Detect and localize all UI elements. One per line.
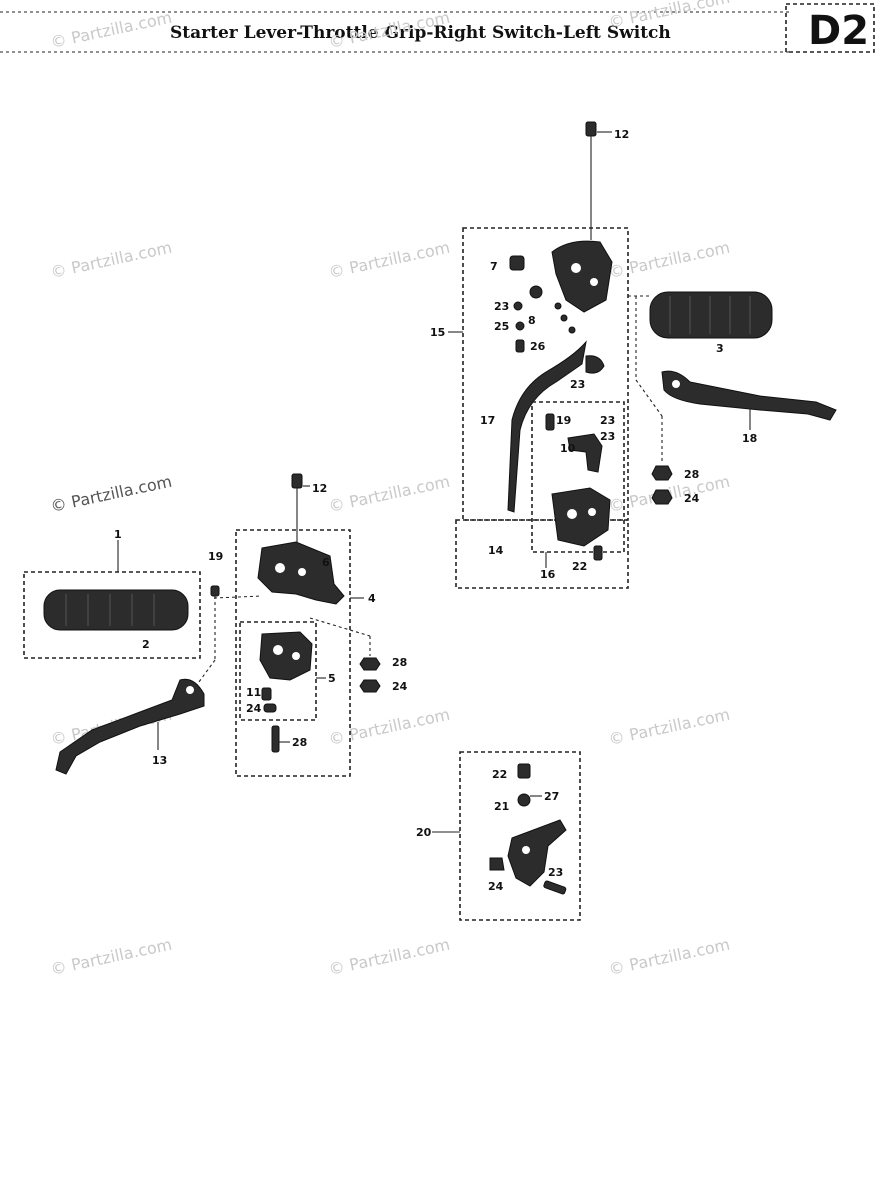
watermark: © Partzilla.com — [607, 705, 732, 749]
callout-4: 4 — [368, 592, 376, 605]
part-22-screw — [593, 545, 603, 561]
watermark: © Partzilla.com — [49, 8, 174, 52]
part-28-bolt — [271, 725, 280, 753]
watermark: © Partzilla.com — [327, 8, 452, 52]
callout-28: 28 — [292, 736, 307, 749]
callout-23: 23 — [570, 378, 585, 391]
part-21-spring — [517, 793, 531, 807]
watermark: © Partzilla.com — [607, 935, 732, 979]
diagram-code-box — [785, 3, 875, 53]
callout-3: 3 — [716, 342, 724, 355]
part-25-washer — [515, 321, 525, 331]
screw-13-top — [585, 121, 597, 240]
part-24-nut-left — [359, 679, 381, 693]
watermark: © Partzilla.com — [49, 472, 174, 516]
left-switch-lower-housing — [259, 631, 313, 681]
callout-28: 28 — [392, 656, 407, 669]
watermark: © Partzilla.com — [327, 705, 452, 749]
part-28-nut — [651, 465, 673, 481]
callout-21: 21 — [494, 800, 509, 813]
callout-13: 12 — [614, 128, 629, 141]
watermark: © Partzilla.com — [327, 472, 452, 516]
callout-22: 22 — [492, 768, 507, 781]
part-7 — [509, 255, 525, 271]
callout-14: 14 — [488, 544, 504, 557]
part-8-spring — [529, 285, 543, 299]
callout-2: 2 — [142, 638, 150, 651]
callout-5: 5 — [328, 672, 336, 685]
callout-23: 23 — [600, 430, 615, 443]
watermark: © Partzilla.com — [607, 238, 732, 282]
assembly-box-4 — [235, 529, 351, 777]
callout-19: 19 — [556, 414, 571, 427]
screw-13-left — [291, 473, 303, 489]
part-26-screw — [515, 339, 525, 353]
callout-24: 24 — [488, 880, 504, 893]
callout-10: 10 — [560, 442, 576, 455]
part-23-washer — [513, 301, 523, 311]
callout-23: 23 — [548, 866, 563, 879]
callout-18: 18 — [742, 432, 757, 445]
callout-28: 28 — [684, 468, 699, 481]
callout-13: 12 — [312, 482, 327, 495]
part-24-washer — [263, 703, 277, 713]
callout-22: 22 — [572, 560, 587, 573]
part-18-brake-lever — [661, 370, 837, 421]
callout-23: 23 — [494, 300, 509, 313]
watermark: © Partzilla.com — [49, 935, 174, 979]
diagram-code: D2 — [808, 8, 869, 54]
callout-15: 15 — [430, 326, 445, 339]
callout-24: 24 — [684, 492, 700, 505]
callout-12: 13 — [152, 754, 167, 767]
callout-20: 20 — [416, 826, 432, 839]
callout-23: 23 — [600, 414, 615, 427]
callout-24: 24 — [392, 680, 408, 693]
part-12-clutch-lever — [55, 678, 205, 775]
part-11 — [261, 687, 272, 701]
part-24-nut-starter — [489, 857, 505, 871]
part-23-screw-starter — [543, 880, 567, 895]
watermark: © Partzilla.com — [327, 935, 452, 979]
callout-7: 7 — [490, 260, 498, 273]
right-switch-lower-housing — [551, 487, 611, 547]
assembly-box-16 — [531, 401, 625, 553]
callout-19: 19 — [208, 550, 223, 563]
part-17-cable — [507, 340, 587, 513]
assembly-box-20 — [459, 751, 581, 921]
part-2-left-grip — [43, 589, 189, 631]
part-20-starter-lever — [507, 819, 567, 887]
part-23-clip — [585, 355, 605, 374]
callout-8: 8 — [528, 314, 536, 327]
callout-26: 26 — [530, 340, 546, 353]
assembly-box-14 — [455, 519, 629, 589]
callout-1: 1 — [114, 528, 122, 541]
part-19-small-screw — [210, 585, 220, 597]
watermark: © Partzilla.com — [49, 238, 174, 282]
watermark: © Partzilla.com — [327, 238, 452, 282]
assembly-box-5 — [239, 621, 317, 721]
part-24-nut — [651, 489, 673, 505]
part-28-nut-left — [359, 657, 381, 671]
assembly-box-15 — [462, 227, 629, 521]
part-19-screw — [545, 413, 555, 431]
callout-11: 11 — [246, 686, 261, 699]
callout-6: 6 — [322, 556, 330, 569]
part-3-throttle-grip — [649, 291, 773, 339]
assembly-box-1 — [23, 571, 201, 659]
right-switch-upper-housing — [551, 240, 613, 313]
diagram-title: Starter Lever-Throttle Grip-Right Switch… — [170, 23, 671, 43]
callout-16: 16 — [540, 568, 556, 581]
part-22-bolt — [517, 763, 531, 779]
callout-27: 27 — [544, 790, 559, 803]
part-10-switch-plate — [567, 433, 603, 473]
callout-17: 17 — [480, 414, 495, 427]
callout-25: 25 — [494, 320, 509, 333]
callout-24: 24 — [246, 702, 262, 715]
